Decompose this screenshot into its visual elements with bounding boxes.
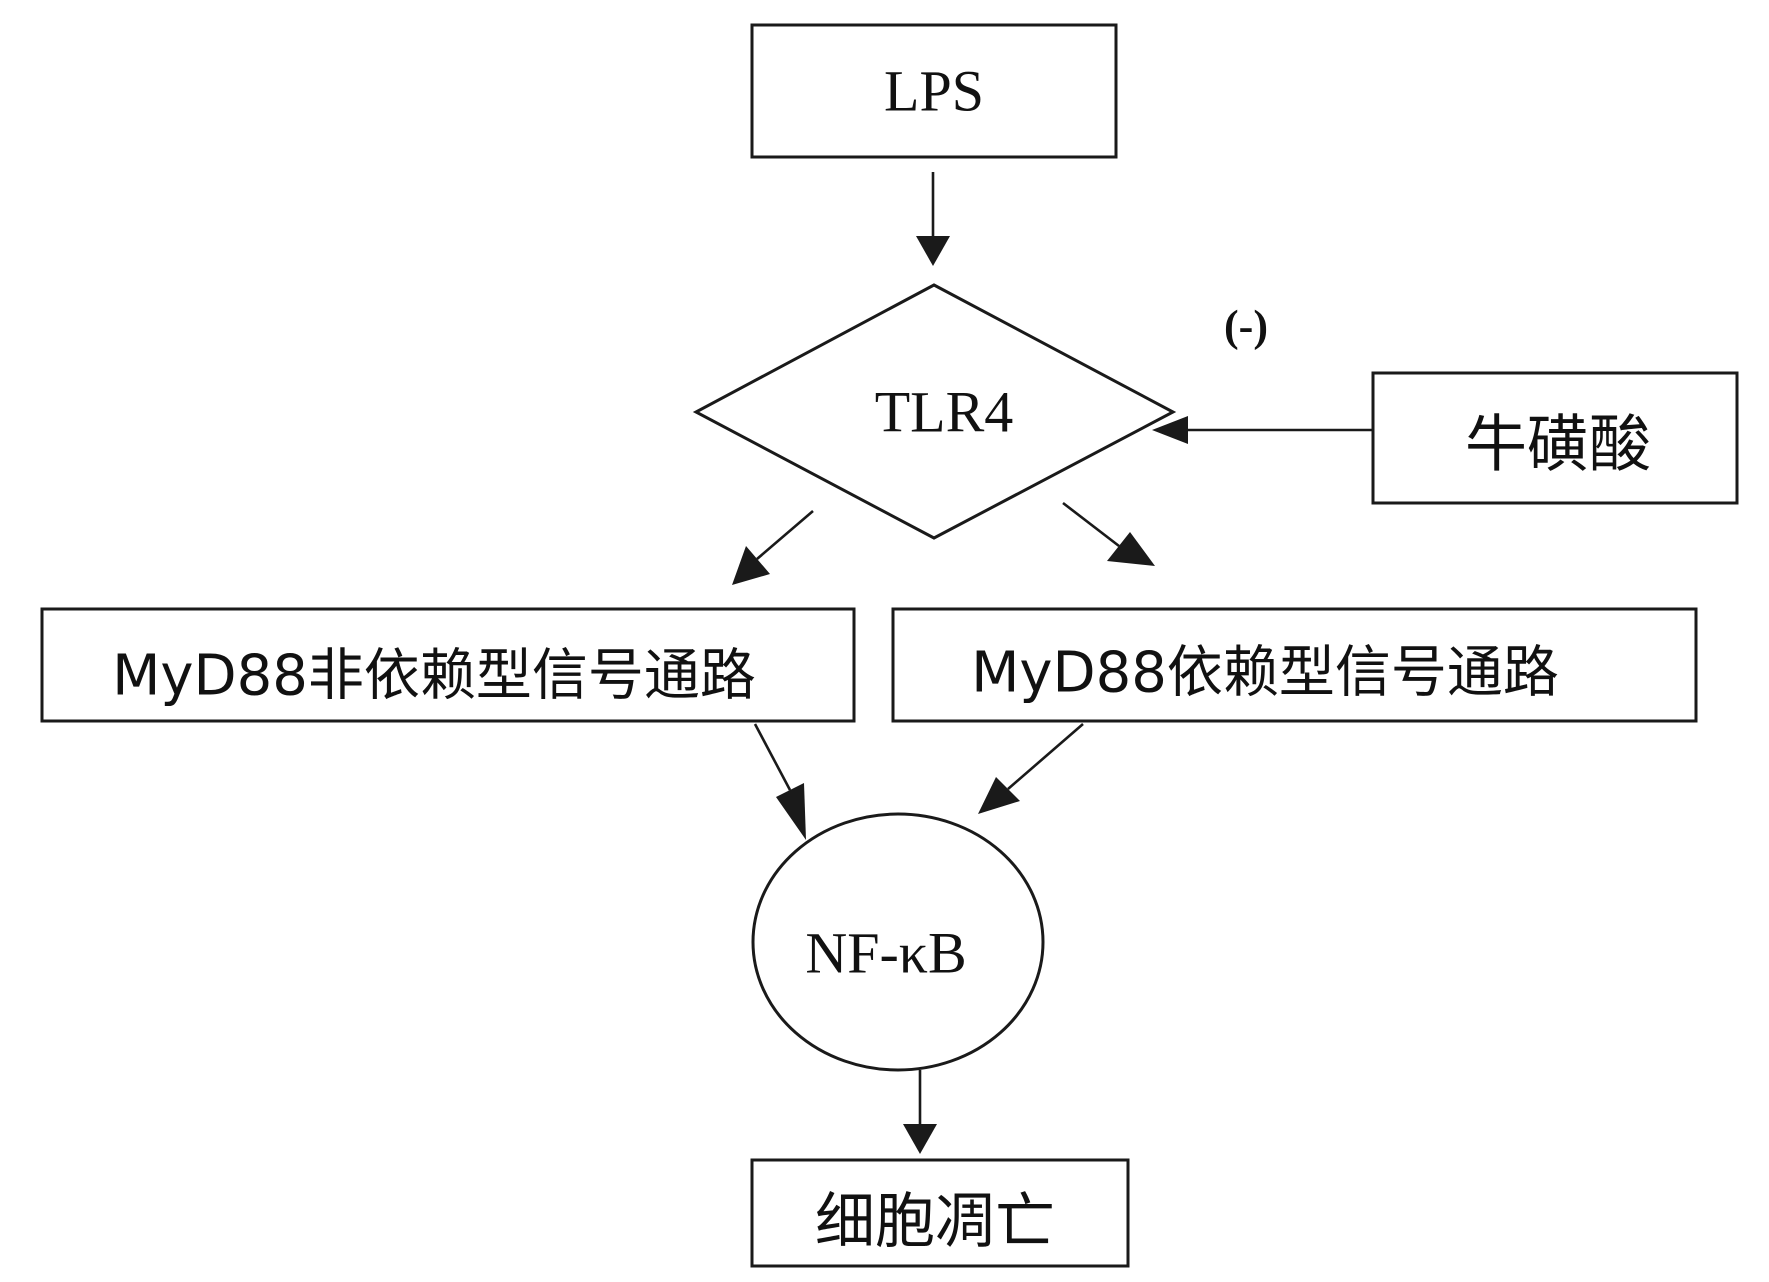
taurine-node: 牛磺酸 xyxy=(1371,371,1739,505)
nfkb-node: NF-κB xyxy=(751,812,1045,1072)
apoptosis-label: 细胞凋亡 xyxy=(815,1187,1055,1257)
edge-nfkb-to-apoptosis xyxy=(903,1070,937,1154)
taurine-label: 牛磺酸 xyxy=(1465,408,1651,481)
myd88-dependent-node: MyD88依赖型信号通路 xyxy=(891,607,1698,723)
edge-tlr4-to-myd88-independent xyxy=(732,510,814,585)
lps-label: LPS xyxy=(884,59,984,124)
lps-node: LPS xyxy=(750,23,1118,159)
myd88-independent-node: MyD88非依赖型信号通路 xyxy=(40,607,856,723)
tlr4-diamond xyxy=(692,283,1177,540)
apoptosis-node: 细胞凋亡 xyxy=(750,1158,1130,1268)
edge-taurine-to-tlr4 xyxy=(1152,416,1373,444)
myd88-dependent-label: MyD88依赖型信号通路 xyxy=(971,641,1559,706)
nfkb-label: NF-κB xyxy=(805,921,966,986)
edge-tlr4-to-myd88-dependent xyxy=(1062,501,1155,566)
nfkb-circle xyxy=(751,812,1045,1072)
inhibition-label: (-) xyxy=(1224,302,1268,351)
edge-myd88-dependent-to-nfkb xyxy=(978,723,1084,814)
tlr4-node: TLR4 xyxy=(692,283,1177,540)
tlr4-label: TLR4 xyxy=(875,380,1014,445)
lps-box xyxy=(750,23,1118,159)
myd88-dependent-box xyxy=(891,607,1698,723)
myd88-independent-label: MyD88非依赖型信号通路 xyxy=(112,644,756,709)
apoptosis-box xyxy=(750,1158,1130,1268)
myd88-independent-box xyxy=(40,607,856,723)
edge-lps-to-tlr4 xyxy=(916,172,950,266)
taurine-box xyxy=(1371,371,1739,505)
edge-myd88-independent-to-nfkb xyxy=(753,723,806,840)
